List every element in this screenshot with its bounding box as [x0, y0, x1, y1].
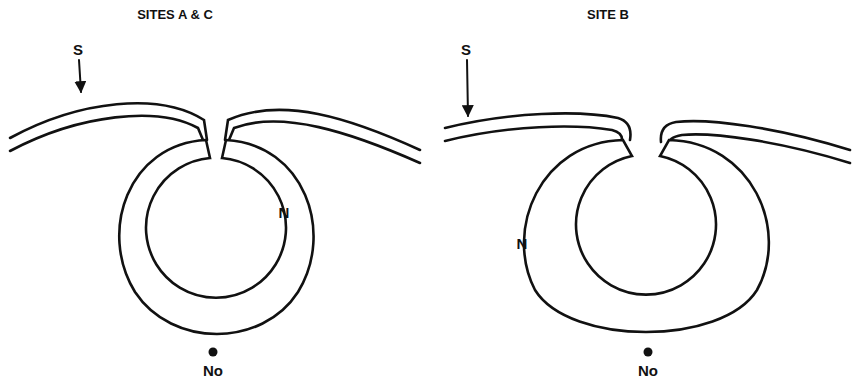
notochord-dot — [209, 348, 218, 357]
structure-label: No — [638, 363, 658, 378]
neural-tube — [524, 140, 769, 332]
surface-ectoderm — [225, 110, 420, 150]
structure-label: No — [203, 363, 223, 378]
pointer-arrow — [467, 60, 468, 116]
site-heading: SITES A & C — [137, 8, 213, 21]
surface-ectoderm — [445, 127, 622, 142]
structure-label: S — [73, 42, 83, 57]
structure-label: N — [279, 205, 290, 220]
notochord-dot — [644, 348, 653, 357]
structure-label: S — [461, 42, 471, 57]
neural-tube — [119, 140, 313, 334]
pointer-arrow — [79, 60, 81, 92]
site-heading: SITE B — [587, 8, 629, 21]
structure-label: N — [517, 236, 528, 251]
surface-ectoderm — [10, 103, 207, 140]
